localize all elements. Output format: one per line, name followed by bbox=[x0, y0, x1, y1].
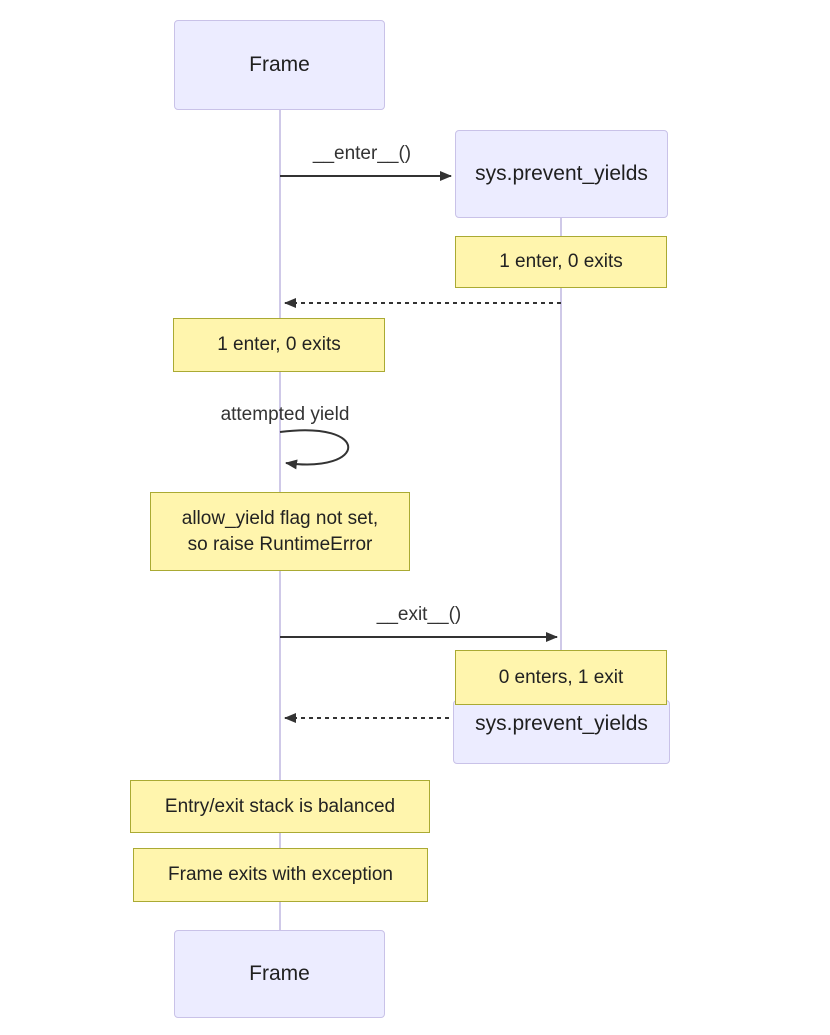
actor-frame-top-label: Frame bbox=[249, 53, 310, 76]
actor-sys-bottom-box: sys.prevent_yields bbox=[453, 700, 670, 764]
enter-message-label: __enter__() bbox=[312, 143, 412, 164]
note-stack-balanced: Entry/exit stack is balanced bbox=[130, 780, 430, 833]
lifeline-sys-prevent-yields bbox=[560, 218, 562, 702]
note-text-line2: so raise RuntimeError bbox=[187, 533, 373, 555]
self-message-label: attempted yield bbox=[220, 404, 350, 425]
note-text: 1 enter, 0 exits bbox=[217, 334, 341, 355]
note-text-line1: allow_yield flag not set, bbox=[181, 507, 379, 529]
note-sys-enter-count: 1 enter, 0 exits bbox=[455, 236, 667, 288]
exit-message-label: __exit__() bbox=[376, 604, 462, 625]
actor-frame-bottom-label: Frame bbox=[249, 962, 310, 985]
note-runtime-error: allow_yield flag not set, so raise Runti… bbox=[150, 492, 410, 571]
note-frame-exception: Frame exits with exception bbox=[133, 848, 428, 902]
note-text: Entry/exit stack is balanced bbox=[164, 795, 396, 817]
actor-frame-top-box: Frame bbox=[174, 20, 385, 110]
actor-sys-top-label: sys.prevent_yields bbox=[475, 162, 648, 185]
actor-sys-top-box: sys.prevent_yields bbox=[455, 130, 668, 218]
note-sys-exit-count: 0 enters, 1 exit bbox=[455, 650, 667, 705]
note-text: 0 enters, 1 exit bbox=[498, 666, 624, 688]
note-frame-enter-count: 1 enter, 0 exits bbox=[173, 318, 385, 372]
actor-frame-bottom-box: Frame bbox=[174, 930, 385, 1018]
note-text: 1 enter, 0 exits bbox=[499, 251, 623, 272]
note-text: Frame exits with exception bbox=[168, 864, 393, 885]
actor-sys-bottom-label: sys.prevent_yields bbox=[475, 712, 648, 735]
self-loop-arrow bbox=[279, 429, 350, 470]
